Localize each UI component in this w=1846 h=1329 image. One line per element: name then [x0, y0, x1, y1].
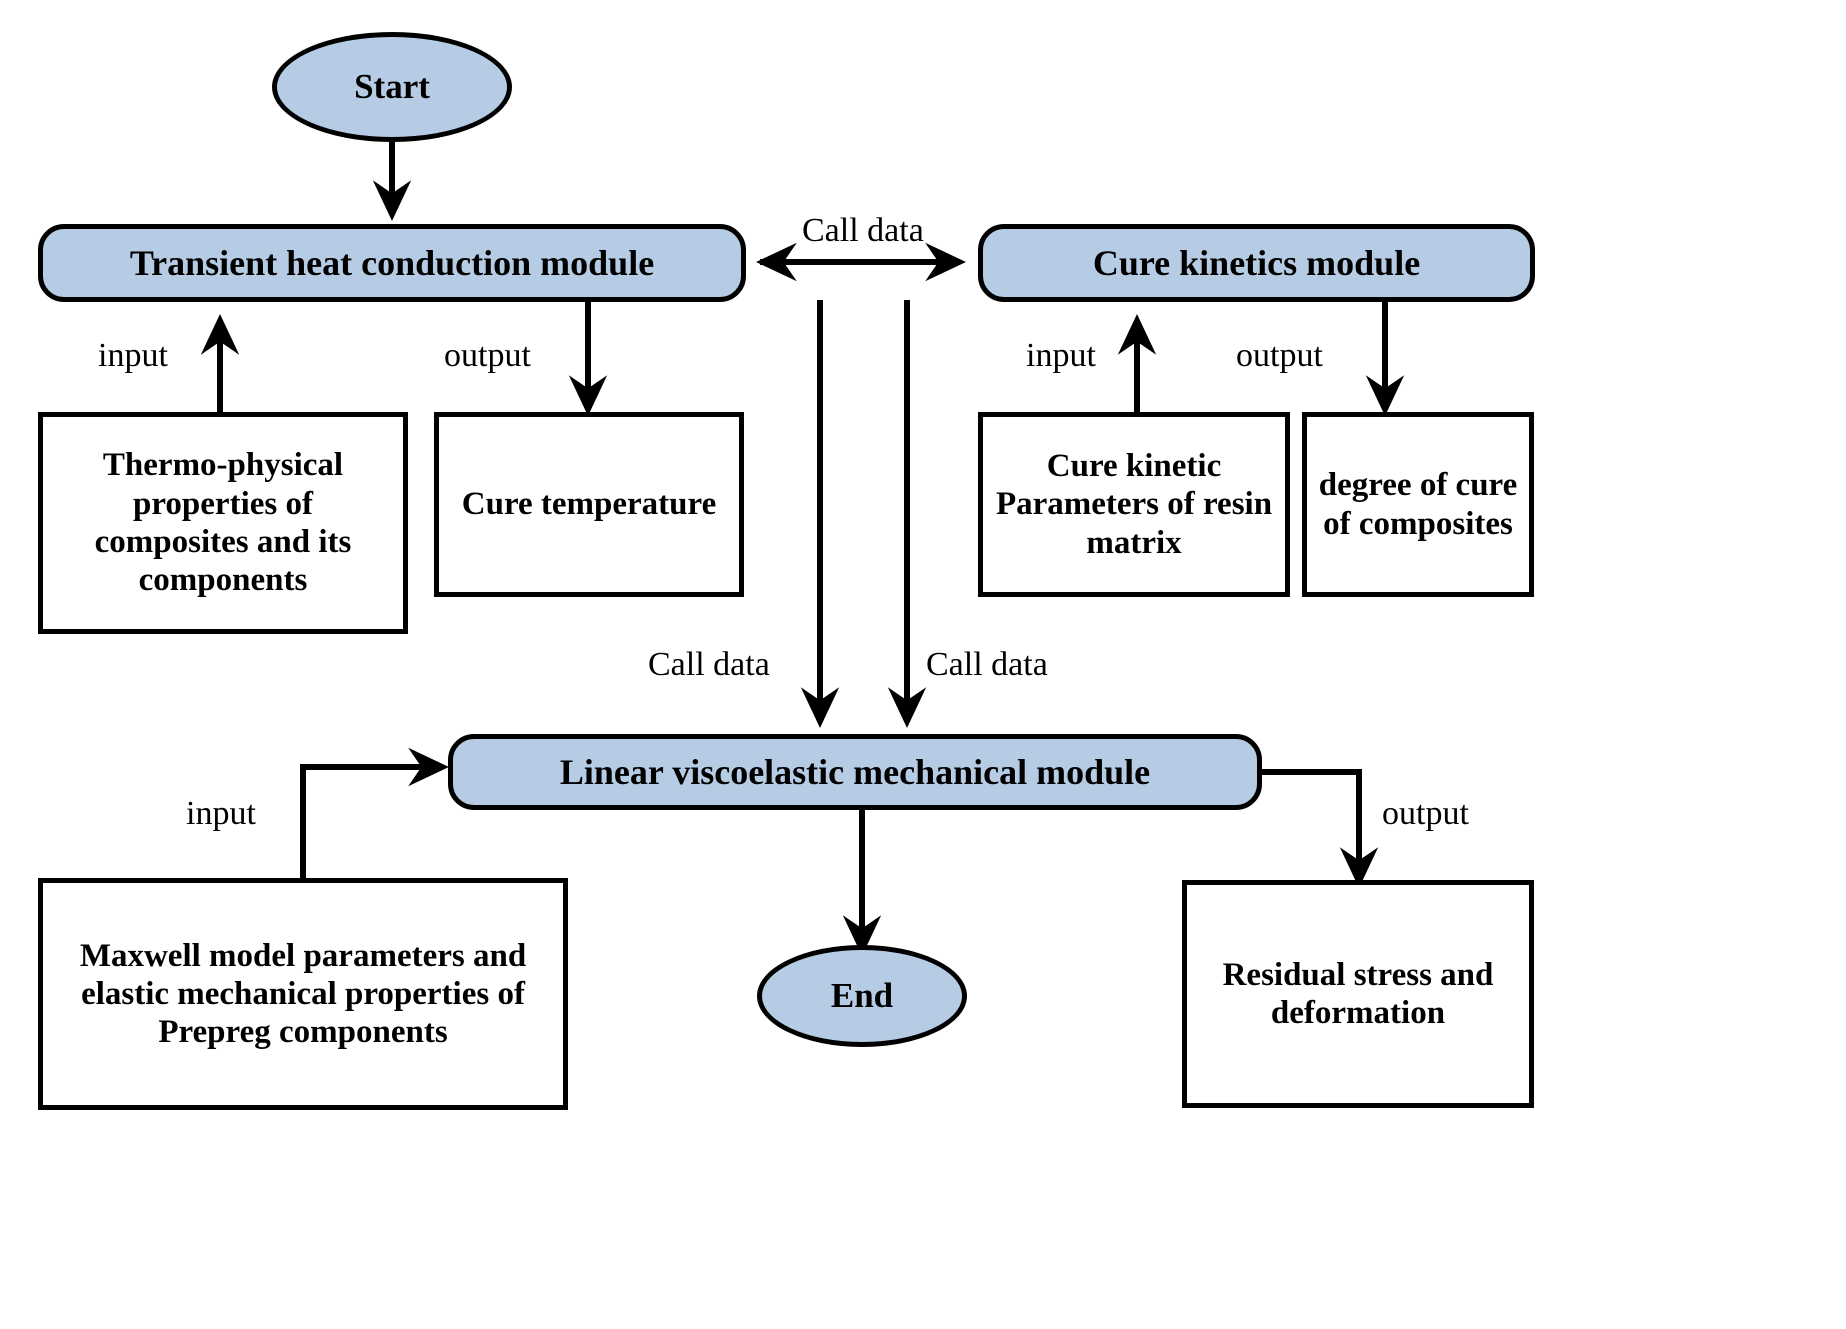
- node-residual-stress-label: Residual stress and deformation: [1222, 956, 1494, 1031]
- edge-label-input-cure: input: [1026, 337, 1096, 374]
- node-maxwell-params-label: Maxwell model parameters and elastic mec…: [79, 937, 527, 1051]
- edge-label-call-data-right: Call data: [926, 646, 1048, 683]
- node-start[interactable]: Start: [272, 32, 512, 142]
- edge-label-call-data-top: Call data: [802, 212, 924, 249]
- node-cure-module-label: Cure kinetics module: [1092, 243, 1421, 283]
- node-cure-temperature-label: Cure temperature: [461, 486, 717, 523]
- node-end[interactable]: End: [757, 945, 967, 1047]
- edge-label-input-mech: input: [186, 795, 256, 832]
- node-degree-of-cure-label: degree of cure of composites: [1318, 467, 1518, 542]
- edge-label-output-heat: output: [444, 337, 531, 374]
- node-thermo-props-label: Thermo-physical properties of composites…: [94, 447, 352, 599]
- node-cure-temperature[interactable]: Cure temperature: [434, 412, 744, 597]
- edge-mech-output: [1262, 769, 1379, 889]
- node-degree-of-cure[interactable]: degree of cure of composites: [1302, 412, 1534, 597]
- node-residual-stress[interactable]: Residual stress and deformation: [1182, 880, 1534, 1108]
- edge-label-output-mech: output: [1382, 795, 1469, 832]
- node-heat-module-label: Transient heat conduction module: [129, 243, 655, 283]
- node-linear-viscoelastic-mechanical-module[interactable]: Linear viscoelastic mechanical module: [448, 734, 1262, 810]
- edge-label-output-cure: output: [1236, 337, 1323, 374]
- node-cure-kinetics-module[interactable]: Cure kinetics module: [978, 224, 1535, 302]
- node-mech-module-label: Linear viscoelastic mechanical module: [559, 752, 1151, 792]
- edge-label-input-heat: input: [98, 337, 168, 374]
- node-cure-kinetic-parameters[interactable]: Cure kinetic Parameters of resin matrix: [978, 412, 1290, 597]
- node-end-label: End: [830, 976, 894, 1015]
- node-maxwell-model-parameters[interactable]: Maxwell model parameters and elastic mec…: [38, 878, 568, 1110]
- edge-label-call-data-left: Call data: [648, 646, 770, 683]
- node-cure-params-label: Cure kinetic Parameters of resin matrix: [995, 448, 1273, 561]
- node-start-label: Start: [354, 67, 430, 106]
- node-transient-heat-conduction-module[interactable]: Transient heat conduction module: [38, 224, 746, 302]
- node-thermo-physical-properties[interactable]: Thermo-physical properties of composites…: [38, 412, 408, 634]
- edge-maxwell-input: [300, 747, 450, 880]
